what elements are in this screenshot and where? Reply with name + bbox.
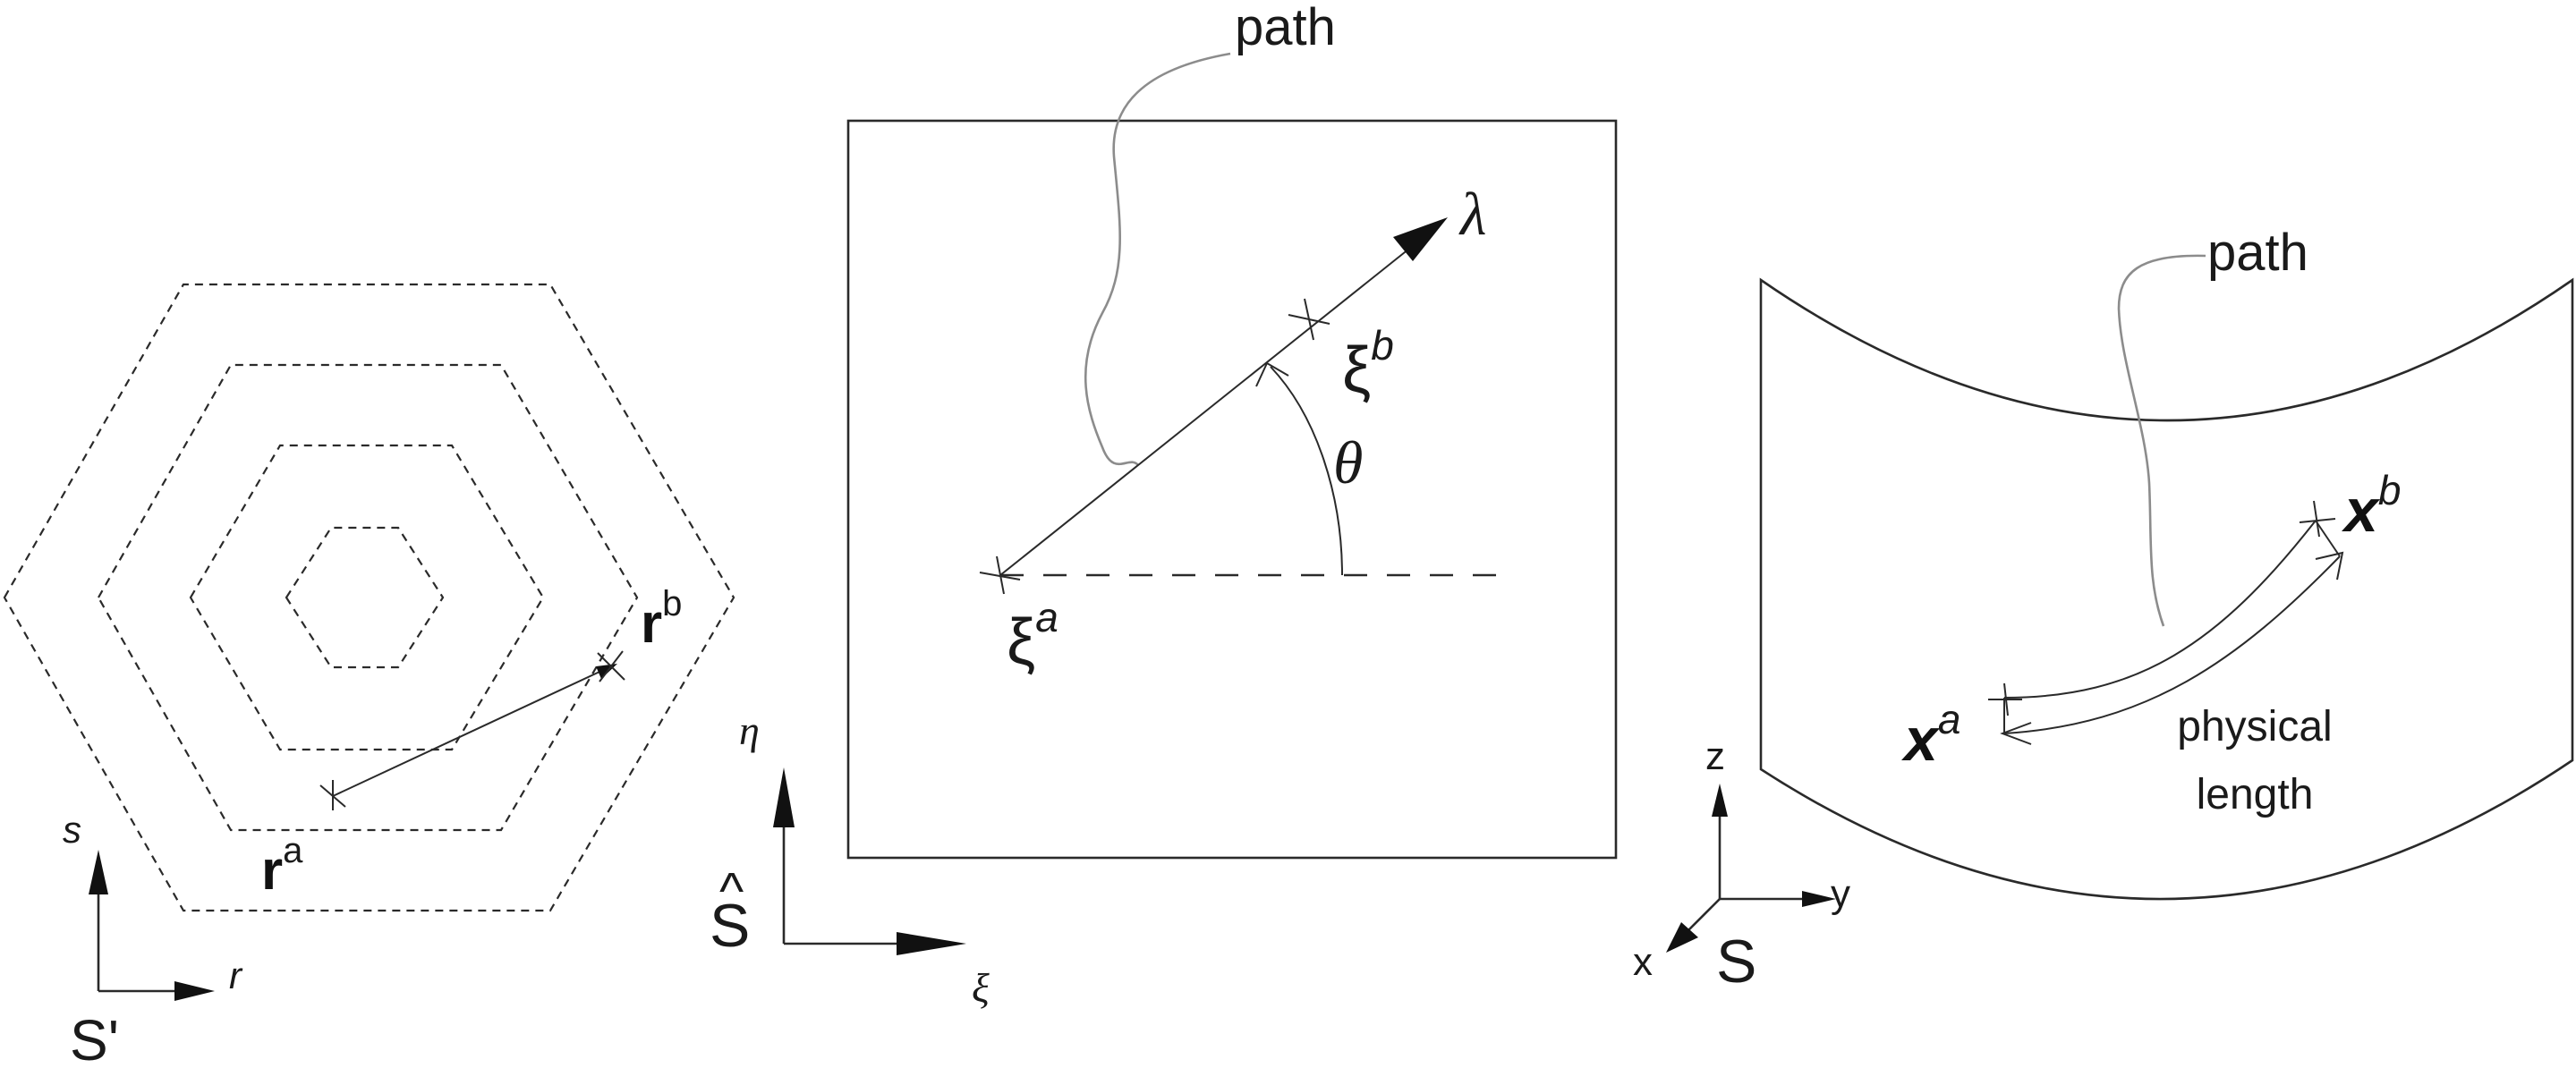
middle-panel-element: path λ θ ξa ξb η ξ S ^ <box>710 0 1618 1011</box>
axis-y-arrowhead <box>1802 891 1836 907</box>
label-x-b: xb <box>2342 467 2401 545</box>
label-rb: rb <box>641 584 682 655</box>
surface-outline <box>1759 277 2574 901</box>
axis-r-arrowhead <box>174 981 215 1001</box>
physical-length-label-line2: length <box>2197 771 2314 818</box>
path-label-physical: path <box>2207 224 2308 282</box>
physical-length-arrow <box>2003 555 2341 734</box>
angle-arc-arrowhead <box>1255 361 1289 387</box>
lambda-label: λ <box>1458 180 1486 248</box>
direction-arrowhead <box>1393 217 1448 261</box>
label-xi-b: ξb <box>1342 322 1394 406</box>
frame-s-label: S <box>1716 928 1756 996</box>
physical-length-end-arrowhead <box>2315 551 2344 581</box>
tick-xi-a-b <box>996 555 1005 595</box>
label-x-a: xa <box>1901 696 1960 774</box>
axis-z-label: z <box>1705 734 1725 778</box>
tick-rb-b <box>599 650 624 682</box>
axis-eta-label: η <box>739 708 760 753</box>
label-ra: ra <box>261 831 303 902</box>
hexagon-third-dashed <box>189 444 545 751</box>
path-curve <box>1084 52 1231 466</box>
direction-line <box>999 248 1410 576</box>
axis-x-arrowhead <box>1666 922 1698 953</box>
physical-length-label-line1: physical <box>2177 703 2332 750</box>
parent-square <box>846 119 1618 860</box>
physical-path-curve <box>2003 520 2317 699</box>
right-panel-element: path xa xb physical length z y x S <box>1633 224 2574 996</box>
hexagon-inner-dashed <box>285 526 445 669</box>
angle-arc <box>1270 366 1343 576</box>
axis-r-label: r <box>229 954 243 996</box>
vector-ra-to-rb <box>332 665 612 797</box>
label-xi-a: ξa <box>1007 594 1058 678</box>
hexagon-outer-dashed <box>3 283 735 912</box>
axis-y-label: y <box>1831 872 1850 916</box>
frame-s-hat-hat: ^ <box>719 862 744 920</box>
theta-label: θ <box>1333 428 1363 496</box>
physical-length-start-arrowhead <box>2000 722 2032 745</box>
axis-s-arrowhead <box>89 850 108 894</box>
axis-eta-arrowhead <box>773 767 795 827</box>
tick-x-a-b <box>2003 682 2009 716</box>
tick-xi-b-b <box>1304 298 1314 341</box>
axis-xi-arrowhead <box>897 932 966 955</box>
axis-x-label: x <box>1633 940 1653 984</box>
axis-xi-label: ξ <box>972 965 990 1011</box>
tick-x-b-b <box>2313 500 2320 538</box>
path-curve-physical <box>2117 254 2206 627</box>
physical-length-end-cap <box>2315 520 2341 557</box>
hexagon-second-dashed <box>97 363 639 832</box>
frame-s-prime-label: S' <box>70 1008 119 1068</box>
axis-s-label: s <box>63 809 81 851</box>
axis-z-arrowhead <box>1712 784 1728 817</box>
frame-s-hat-label: S <box>710 892 750 960</box>
path-label: path <box>1235 0 1336 56</box>
left-panel-element: ra rb s r S' <box>3 283 735 1068</box>
axis-x-line <box>1683 898 1721 936</box>
